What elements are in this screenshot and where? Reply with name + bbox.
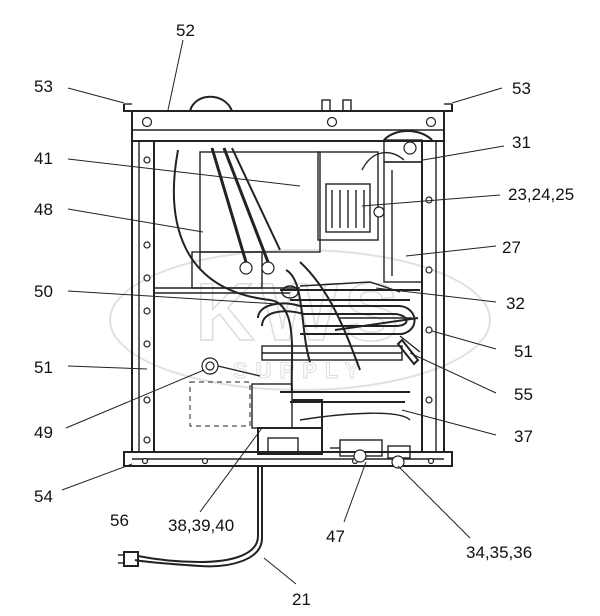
callout-31: 31 bbox=[512, 133, 531, 152]
callout-53-right: 53 bbox=[512, 79, 531, 98]
leader-48 bbox=[67, 208, 204, 233]
callout-48: 48 bbox=[34, 200, 53, 219]
leader-lines bbox=[61, 39, 505, 585]
callout-51-left: 51 bbox=[34, 358, 53, 377]
callout-32: 32 bbox=[506, 294, 525, 313]
leader-53-right bbox=[451, 87, 503, 104]
callout-41: 41 bbox=[34, 149, 53, 168]
callout-51-right: 51 bbox=[514, 342, 533, 361]
watermark-logo-subtext: SUPPLY bbox=[233, 358, 367, 383]
callout-21: 21 bbox=[292, 590, 311, 609]
leader-54 bbox=[61, 463, 133, 491]
leader-52 bbox=[167, 39, 184, 111]
leader-51-right bbox=[431, 330, 497, 350]
leader-49 bbox=[65, 369, 205, 429]
leader-41 bbox=[67, 158, 301, 187]
leader-27 bbox=[405, 245, 497, 257]
callout-labels: 52 53 53 31 41 23,24,25 48 27 50 32 51 5… bbox=[34, 21, 574, 609]
leader-53-left bbox=[67, 87, 125, 104]
leader-55 bbox=[409, 352, 497, 394]
leader-50 bbox=[67, 290, 279, 305]
leader-34 bbox=[397, 465, 471, 539]
leader-23 bbox=[361, 194, 501, 207]
callout-37: 37 bbox=[514, 427, 533, 446]
callout-38-39-40: 38,39,40 bbox=[168, 516, 234, 535]
callout-54: 54 bbox=[34, 487, 53, 506]
callout-50: 50 bbox=[34, 282, 53, 301]
callout-56: 56 bbox=[110, 511, 129, 530]
callout-34-35-36: 34,35,36 bbox=[466, 543, 532, 562]
leader-31 bbox=[422, 145, 505, 161]
callout-53-left: 53 bbox=[34, 77, 53, 96]
callout-55: 55 bbox=[514, 385, 533, 404]
leader-21 bbox=[263, 557, 297, 585]
leader-47 bbox=[343, 461, 367, 523]
callout-52: 52 bbox=[176, 21, 195, 40]
internal-components bbox=[118, 95, 433, 568]
leader-37 bbox=[401, 409, 497, 436]
leader-32 bbox=[375, 287, 497, 303]
callout-47: 47 bbox=[326, 527, 345, 546]
leader-38 bbox=[199, 427, 263, 513]
callout-49: 49 bbox=[34, 423, 53, 442]
callout-27: 27 bbox=[502, 238, 521, 257]
watermark: KWS SUPPLY bbox=[109, 249, 491, 391]
leader-51-left bbox=[67, 365, 148, 370]
callout-23-24-25: 23,24,25 bbox=[508, 185, 574, 204]
